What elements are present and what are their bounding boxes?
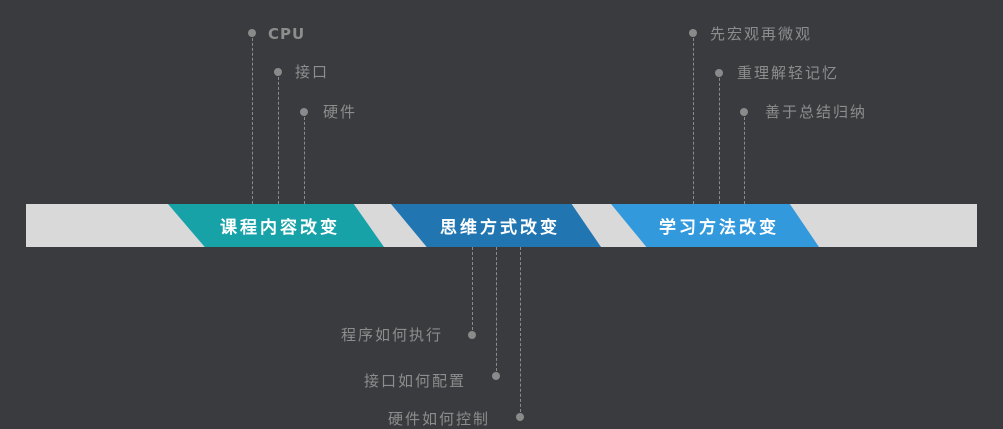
connector-dot [492, 372, 500, 380]
connector-dot [248, 29, 256, 37]
connector-line [520, 247, 521, 417]
connector-line [278, 72, 279, 204]
connector-dot [300, 108, 308, 116]
stage-learning-method: 学习方法改变 [611, 204, 819, 247]
connector-line [744, 112, 745, 204]
connector-line [496, 247, 497, 376]
callout-hardware: 硬件 [323, 103, 358, 121]
callout-hardware-control: 硬件如何控制 [388, 410, 491, 428]
callout-interface-config: 接口如何配置 [364, 372, 467, 390]
connector-dot [715, 69, 723, 77]
stage-label: 思维方式改变 [440, 218, 560, 238]
connector-line [719, 73, 720, 204]
connector-dot [516, 413, 524, 421]
connector-line [252, 33, 253, 204]
connector-line [693, 33, 694, 204]
callout-program-execution: 程序如何执行 [341, 326, 444, 344]
connector-dot [468, 331, 476, 339]
connector-line [472, 247, 473, 335]
callout-summarize: 善于总结归纳 [765, 103, 868, 121]
callout-macro-to-micro: 先宏观再微观 [710, 25, 813, 43]
stage-course-content: 课程内容改变 [168, 204, 384, 247]
stage-label: 学习方法改变 [659, 218, 779, 238]
stage-label: 课程内容改变 [220, 218, 340, 238]
callout-cpu: CPU [268, 25, 306, 43]
connector-dot [274, 68, 282, 76]
stage-thinking-mode: 思维方式改变 [391, 204, 601, 247]
callout-interface: 接口 [295, 63, 330, 81]
connector-line [304, 112, 305, 204]
connector-dot [740, 108, 748, 116]
callout-understanding: 重理解轻记忆 [737, 64, 840, 82]
connector-dot [689, 29, 697, 37]
